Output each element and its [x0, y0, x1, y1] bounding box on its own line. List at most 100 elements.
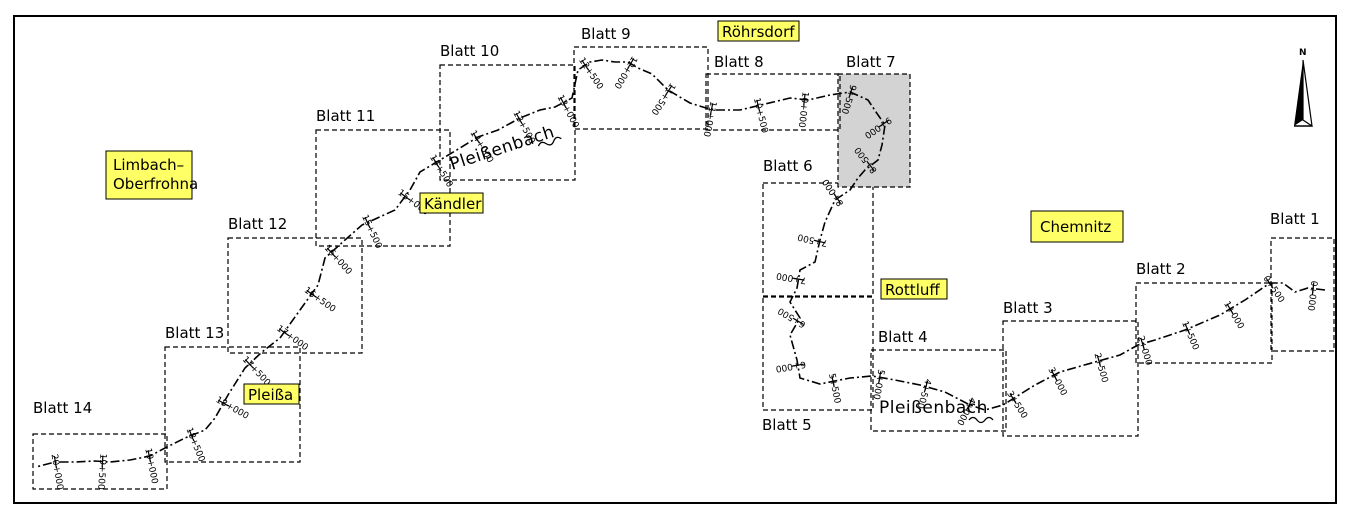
place-roehrsdorf: Röhrsdorf	[722, 23, 795, 41]
sheet-frame-4[interactable]	[870, 349, 1007, 432]
chainage-label: 5+500	[826, 373, 842, 405]
chainage-tick	[399, 192, 411, 201]
chainage-tick	[813, 239, 826, 244]
chainage-tick	[581, 59, 590, 71]
chainage-tick	[1184, 323, 1191, 335]
place-labels: Röhrsdorf Limbach–Oberfrohna Kändler Che…	[105, 20, 1124, 405]
sheet-frame-2[interactable]	[1135, 282, 1273, 364]
sheet-frame-12[interactable]	[227, 237, 363, 354]
place-rottluff: Rottluff	[885, 281, 940, 299]
sheet-label-13: Blatt 13	[165, 324, 224, 342]
chainage-tick	[515, 112, 523, 125]
sheet-label-5: Blatt 5	[762, 416, 812, 434]
map-frame	[13, 15, 1337, 504]
chainage-tick	[1311, 282, 1315, 295]
chainage-tick	[559, 97, 567, 109]
chainage-tick	[627, 58, 635, 70]
river-alignment	[35, 59, 1326, 468]
chainage-tick	[791, 363, 804, 367]
chainage-tick	[966, 399, 973, 411]
chainage-tick	[1009, 393, 1017, 405]
chainage-label: 17+500	[240, 355, 272, 388]
chainage-label: 12+000	[611, 54, 638, 90]
place-pleissa: Pleißa	[248, 386, 293, 404]
chainage-label: 11+000	[701, 100, 718, 138]
chainage-tick	[803, 93, 806, 106]
chainage-label: 0+000	[1305, 280, 1319, 312]
chainage-tick	[709, 103, 714, 116]
chainage-tick	[923, 380, 929, 393]
chainage-label: 6+500	[776, 305, 808, 329]
river-label-upper-wave	[537, 136, 562, 147]
place-box-chemnitz	[1030, 210, 1124, 243]
place-chemnitz: Chemnitz	[1040, 218, 1111, 236]
chainage-tick	[1226, 303, 1234, 315]
chainage-tick	[831, 375, 835, 388]
chainage-label: 17+000	[274, 324, 309, 353]
sheet-frame-8[interactable]	[705, 73, 841, 131]
chainage-tick	[878, 371, 882, 384]
chainage-tick	[878, 119, 890, 128]
sheet-label-6: Blatt 6	[763, 157, 813, 175]
river-label-lower: Pleißenbach	[879, 398, 988, 418]
chainage-label: 3+500	[1004, 389, 1029, 420]
chainage-tick	[147, 450, 151, 463]
chainage-label: 18+500	[183, 426, 206, 464]
sheet-label-2: Blatt 2	[1136, 260, 1186, 278]
sheet-frame-11[interactable]	[315, 129, 451, 247]
place-box-pleissa	[243, 383, 300, 405]
chainage-tick	[1140, 337, 1145, 350]
chainage-label: 15+500	[359, 213, 383, 250]
chainage-tick	[1096, 354, 1102, 367]
chainage-label: 0+500	[1261, 274, 1287, 305]
chainage-label: 6+000	[775, 358, 807, 373]
sheet-label-10: Blatt 10	[440, 42, 499, 60]
place-box-limbach	[105, 150, 193, 200]
river-label-upper: Pleißenbach	[447, 122, 557, 175]
chainage-label: 7+500	[796, 231, 828, 248]
chainage-label: 10+500	[751, 97, 769, 135]
chainage-tick	[792, 317, 804, 325]
chainage-label: 20+000	[49, 453, 65, 491]
north-arrow-icon: N	[1294, 48, 1313, 128]
chainage-tick	[217, 399, 229, 407]
river-label-lower-wave	[968, 416, 994, 424]
north-label: N	[1299, 48, 1307, 58]
chainage-label: 10+000	[796, 91, 810, 128]
chainage-tick	[756, 99, 761, 112]
chainage-tick	[1265, 277, 1274, 289]
chainage-tick	[664, 85, 673, 96]
chainage-tick	[833, 193, 842, 204]
sheet-label-9: Blatt 9	[581, 25, 631, 43]
chainage-tick	[101, 455, 104, 468]
chainage-tick	[244, 359, 254, 369]
sheet-frame-14[interactable]	[32, 433, 168, 490]
chainage-tick	[53, 455, 57, 469]
sheet-label-1: Blatt 1	[1270, 210, 1320, 228]
sheet-label-4: Blatt 4	[878, 328, 928, 346]
sheet-frame-9[interactable]	[573, 46, 709, 130]
chainage-tick	[848, 86, 854, 99]
place-box-rottluff	[880, 278, 948, 300]
place-box-kaendler	[419, 192, 484, 214]
sheet-frame-13[interactable]	[164, 346, 301, 463]
chainage-label: 1+000	[1221, 300, 1245, 331]
chainage-label: 13+000	[555, 93, 581, 130]
sheet-label-14: Blatt 14	[33, 399, 92, 417]
place-box-roehrsdorf	[717, 20, 800, 42]
sheet-label-8: Blatt 8	[714, 53, 764, 71]
chainage-markers: 0+0000+5001+0001+5002+0002+5003+0003+500…	[49, 54, 1319, 491]
place-line: Oberfrohna	[113, 175, 198, 193]
chainage-tick	[792, 277, 805, 281]
chainage-tick	[306, 289, 317, 298]
chainage-tick	[278, 328, 290, 337]
chainage-tick	[432, 157, 440, 168]
chainage-tick	[866, 160, 875, 171]
place-kaendler: Kändler	[424, 195, 482, 213]
place-line: Limbach–	[113, 156, 184, 174]
sheet-frame-3[interactable]	[1002, 320, 1139, 437]
sheet-frame-10[interactable]	[439, 64, 576, 181]
sheet-label-12: Blatt 12	[228, 215, 287, 233]
chainage-tick	[472, 132, 480, 144]
chainage-tick	[326, 247, 336, 258]
